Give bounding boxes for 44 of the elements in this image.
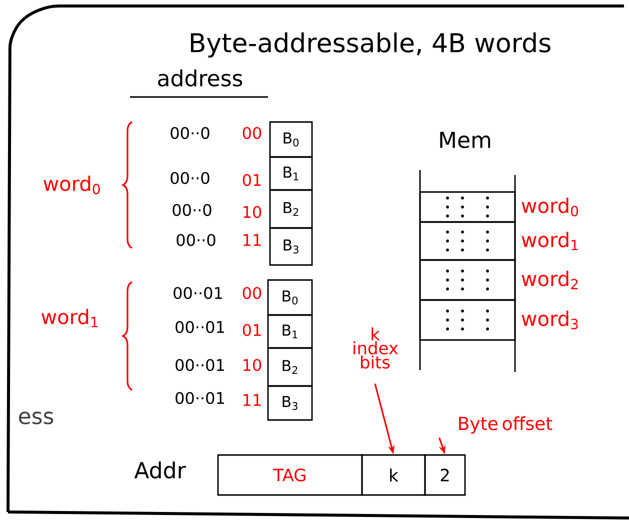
address-field: k bbox=[361, 454, 426, 496]
address-bits: 00··0 bbox=[170, 126, 210, 140]
row-label: word$_{3}$ bbox=[522, 310, 578, 330]
byte-cell: B$_{1}$ bbox=[267, 314, 313, 349]
byte-cell: B$_{2}$ bbox=[269, 189, 313, 229]
offset-bits: 00 bbox=[242, 126, 262, 140]
address-bits: 00··01 bbox=[174, 286, 222, 300]
byte-cell: B$_{0}$ bbox=[269, 121, 313, 158]
address-bits: 00··0 bbox=[170, 172, 210, 184]
address-field: TAG bbox=[217, 454, 363, 496]
offset-bits: 10 bbox=[244, 358, 262, 372]
memory-row bbox=[419, 299, 516, 341]
offset-bits: 11 bbox=[244, 234, 261, 246]
address-bits: 00··0 bbox=[176, 234, 216, 246]
byte-cell: B$_{3}$ bbox=[267, 385, 313, 421]
address-bits: 00··01 bbox=[176, 358, 224, 372]
annotation-text: Byte offset bbox=[459, 416, 552, 434]
heading-text: Mem bbox=[440, 132, 490, 148]
word-label: word$_{1}$ bbox=[42, 308, 98, 328]
offset-bits: 00 bbox=[242, 286, 262, 300]
address-bits: 00··01 bbox=[176, 392, 224, 404]
offset-bits: 01 bbox=[242, 174, 261, 186]
heading-text: address bbox=[158, 69, 242, 86]
memory-row bbox=[419, 191, 516, 223]
memory-row bbox=[419, 259, 516, 301]
row-label: word$_{0}$ bbox=[522, 198, 578, 216]
byte-cell: B$_{2}$ bbox=[267, 347, 313, 387]
title: Byte-addressable, 4B words bbox=[190, 32, 550, 58]
memory-row bbox=[419, 221, 516, 261]
byte-cell: B$_{3}$ bbox=[269, 227, 313, 266]
address-bits: 00··0 bbox=[172, 204, 212, 216]
byte-cell: B$_{0}$ bbox=[267, 279, 313, 316]
offset-bits: 10 bbox=[244, 206, 262, 218]
row-label: word$_{2}$ bbox=[522, 270, 578, 290]
offset-bits: 11 bbox=[244, 394, 261, 406]
address-bits: 00··01 bbox=[176, 320, 224, 334]
word-label: word$_{0}$ bbox=[44, 176, 100, 194]
byte-cell: B$_{1}$ bbox=[269, 156, 313, 191]
annotation-text: k index bits bbox=[354, 327, 398, 369]
offset-bits: 01 bbox=[242, 324, 261, 336]
row-label: word$_{1}$ bbox=[522, 232, 578, 250]
addr-label: Addr bbox=[134, 461, 186, 478]
address-field: 2 bbox=[424, 454, 466, 496]
background-text: ess bbox=[18, 412, 54, 424]
